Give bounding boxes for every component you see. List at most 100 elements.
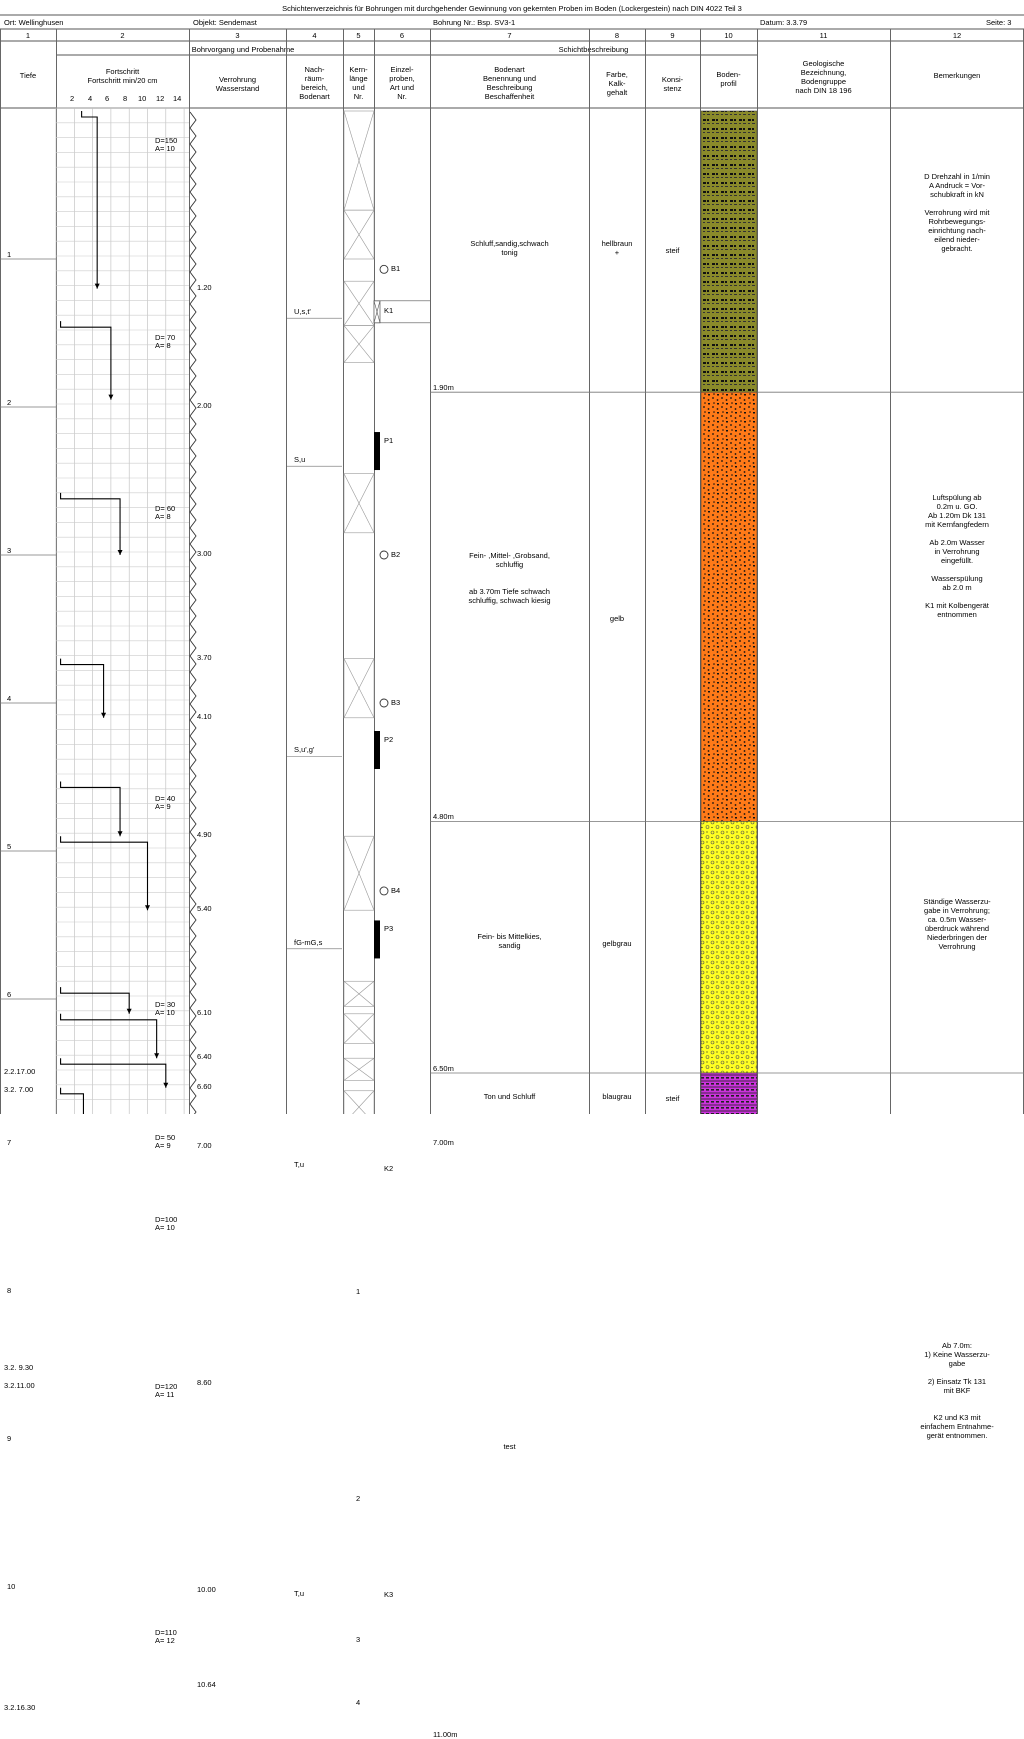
page-title: Schichtenverzeichnis für Bohrungen mit d… [282, 4, 742, 13]
soil-profile-sand [700, 391, 758, 822]
scale-tick: 14 [173, 94, 182, 103]
sample-label: K1 [384, 305, 394, 315]
drill-param-a: A= 10 [155, 1222, 175, 1232]
kern-number: 1 [356, 1287, 361, 1296]
colnum-12: 12 [952, 31, 962, 40]
verrohrung-depth: 3.00 [197, 549, 212, 558]
sample-b-icon [379, 550, 389, 560]
verrohrung-depth: 7.00 [197, 1141, 212, 1150]
sample-label: P1 [384, 436, 394, 446]
layer-color: gelbgrau [602, 939, 632, 949]
sample-p-marker [374, 432, 380, 471]
layer-color: hellbraun + [601, 239, 633, 258]
depth-label: 10 [7, 1582, 16, 1591]
layer-color: gelb [609, 613, 625, 623]
drill-param-a: A= 12 [155, 1635, 175, 1645]
header-nachraeum: Nach- räum- bereich, Bodenart [299, 65, 330, 101]
kern-number: 4 [356, 1698, 361, 1708]
verrohrung-depth: 10.64 [197, 1679, 216, 1689]
progress-step [60, 1013, 158, 1059]
colnum-3: 3 [235, 31, 240, 40]
drill-param-d: D=150 [155, 135, 178, 145]
scale-tick: 4 [88, 94, 93, 103]
header-fortschritt: Fortschritt Fortschritt min/20 cm [87, 67, 158, 85]
remark-block: Ab 7.0m: 1) Keine Wasserzu- gabe 2) Eins… [920, 1340, 994, 1440]
soil-profile-silt [700, 110, 758, 393]
sample-label: P2 [384, 735, 394, 744]
group-header-schicht: Schichtbeschreibung [558, 45, 629, 54]
verrohrung-line [189, 111, 197, 1114]
colnum-10: 10 [724, 31, 733, 40]
depth-label: 5 [7, 842, 12, 851]
sample-b-icon [379, 886, 389, 896]
verrohrung-depth: 3.70 [197, 652, 212, 662]
verrohrung-depth: 1.20 [197, 282, 212, 292]
drill-param-d: D= 70 [155, 332, 176, 342]
objekt-field: Objekt: Sendemast [193, 18, 257, 27]
time-label: 3.2. 9.30 [4, 1362, 34, 1372]
layer-consistency: steif [665, 1093, 680, 1103]
colnum-7: 7 [507, 31, 512, 40]
drill-param-d: D= 60 [155, 504, 176, 514]
depth-label: 7 [7, 1138, 12, 1147]
drill-param-d: D= 40 [155, 794, 176, 804]
progress-step [60, 658, 105, 718]
sample-p-marker [374, 731, 380, 769]
drill-param-a: A= 10 [155, 1008, 175, 1018]
drill-param-a: A= 10 [155, 143, 175, 153]
verrohrung-depth: 5.40 [197, 904, 212, 914]
verrohrung-depth: 6.40 [197, 1052, 212, 1062]
sample-label: P3 [384, 924, 394, 934]
sample-b-icon [379, 698, 389, 708]
sample-label: B4 [391, 885, 401, 895]
datum-field: Datum: 3.3.79 [760, 18, 808, 27]
progress-step [60, 987, 130, 1014]
sample-label: B2 [391, 550, 401, 559]
sample-label: K3 [384, 1590, 394, 1600]
layer-consistency: steif [665, 245, 680, 255]
layer-depth-label: 7.00m [433, 1138, 454, 1147]
soil-profile-clay [700, 1072, 758, 1114]
progress-step [81, 111, 98, 289]
progress-arrow [145, 905, 150, 911]
nachraeum-label: S,u [294, 455, 306, 465]
soil-profile-gravel [700, 821, 758, 1074]
sample-b-icon [379, 264, 389, 274]
remark-block: Ständige Wasserzu- gabe in Verrohrung; c… [923, 896, 991, 951]
nachraeum-label: T,u [294, 1159, 305, 1169]
layer-depth-label: 6.50m [433, 1064, 454, 1073]
time-label: 3.2. 7.00 [4, 1084, 34, 1094]
sample-p-marker [374, 920, 380, 959]
progress-step [60, 492, 121, 555]
colnum-1: 1 [25, 31, 31, 40]
verrohrung-depth: 4.90 [197, 830, 212, 840]
kern-number: 3 [356, 1634, 361, 1644]
colnum-5: 5 [356, 31, 361, 40]
verrohrung-depth: 4.10 [197, 711, 212, 721]
header-bemerkungen: Bemerkungen [933, 71, 981, 80]
drill-param-d: D= 30 [155, 1000, 176, 1010]
header-tiefe: Tiefe [19, 71, 37, 80]
layer-description: test [503, 1442, 516, 1452]
drill-param-a: A= 8 [155, 512, 171, 522]
layer-description: Schluff,sandig,schwach tonig [470, 239, 549, 258]
progress-arrow [126, 1008, 132, 1014]
scale-tick: 8 [123, 94, 128, 103]
drill-param-a: A= 9 [155, 802, 171, 812]
colnum-4: 4 [312, 31, 317, 40]
depth-label: 1 [7, 250, 12, 259]
nachraeum-label: U,s,t' [294, 307, 311, 317]
header-bodenart: Bodenart Benennung und Beschreibung Besc… [483, 65, 536, 101]
progress-arrow [101, 712, 107, 718]
nachraeum-label: T,u [294, 1588, 305, 1598]
drill-param-a: A= 9 [155, 1141, 171, 1151]
colnum-11: 11 [819, 31, 828, 40]
depth-label: 4 [7, 694, 12, 703]
header-bodenprofil: Boden- profil [716, 70, 741, 88]
progress-step [60, 1087, 84, 1114]
depth-label: 9 [7, 1434, 12, 1443]
progress-arrow [154, 1053, 160, 1059]
verrohrung-depth: 6.60 [197, 1081, 212, 1091]
layer-description: Fein- bis Mittelkies, sandig [477, 931, 542, 950]
depth-label: 2 [7, 398, 12, 407]
